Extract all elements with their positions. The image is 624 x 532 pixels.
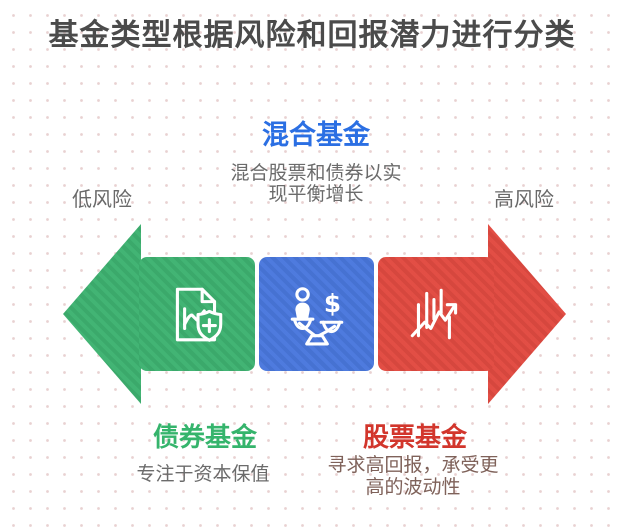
low-risk-label: 低风险 [72,189,132,211]
high-risk-label: 高风险 [494,189,554,211]
hybrid-fund-box: $ [259,257,374,371]
stock-fund-description: 寻求高回报，承受更高的波动性 [327,455,499,498]
document-shield-icon [175,287,223,342]
bond-fund-box [139,257,255,371]
page-title: 基金类型根据风险和回报潜力进行分类 [48,19,576,52]
stock-fund-box [378,257,494,371]
bond-fund-description: 专注于资本保值 [136,464,270,485]
bond-fund-title: 债券基金 [152,422,257,452]
high-risk-arrowhead [488,224,566,404]
candlestick-chart-icon [410,288,458,340]
low-risk-arrowhead [63,224,141,404]
hybrid-fund-description: 混合股票和债券以实现平衡增长 [230,163,402,205]
balance-scale-icon: $ [290,287,343,346]
hybrid-fund-title: 混合基金 [262,120,370,150]
stock-fund-title: 股票基金 [362,422,467,452]
svg-text:$: $ [323,289,340,318]
